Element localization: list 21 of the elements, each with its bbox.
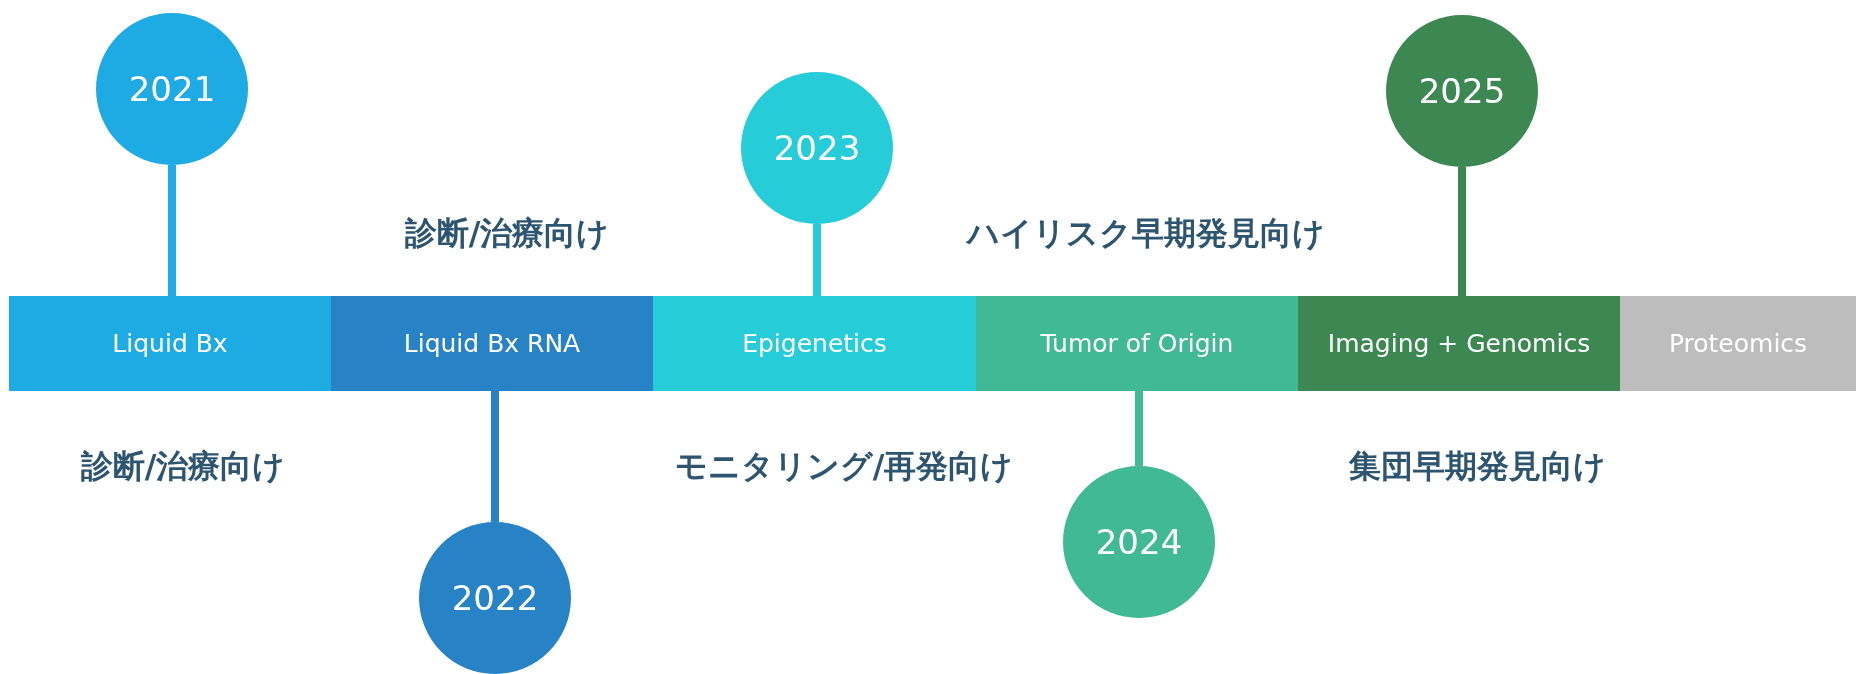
year-label: 2023	[773, 128, 861, 168]
connector-line	[168, 165, 176, 296]
connector-line	[491, 391, 499, 522]
category-label: ハイリスク早期発見向け	[967, 213, 1325, 254]
category-label: 集団早期発見向け	[1348, 446, 1606, 487]
connector-line	[813, 224, 821, 296]
timeline-segment: Tumor of Origin	[976, 296, 1298, 391]
category-label: 診断/治療向け	[404, 213, 610, 254]
connector-line	[1458, 167, 1466, 296]
category-label: 診断/治療向け	[80, 446, 286, 487]
category-label: モニタリング/再発向け	[674, 446, 1014, 487]
timeline-segment: Epigenetics	[653, 296, 976, 391]
year-label: 2025	[1418, 71, 1506, 111]
timeline-segment: Imaging + Genomics	[1298, 296, 1620, 391]
timeline-segment: Liquid Bx	[9, 296, 331, 391]
year-label: 2024	[1095, 522, 1183, 562]
year-label: 2022	[451, 578, 539, 618]
year-label: 2021	[128, 69, 216, 109]
timeline-segment: Liquid Bx RNA	[331, 296, 653, 391]
timeline-segment: Proteomics	[1620, 296, 1856, 391]
connector-line	[1135, 391, 1143, 466]
